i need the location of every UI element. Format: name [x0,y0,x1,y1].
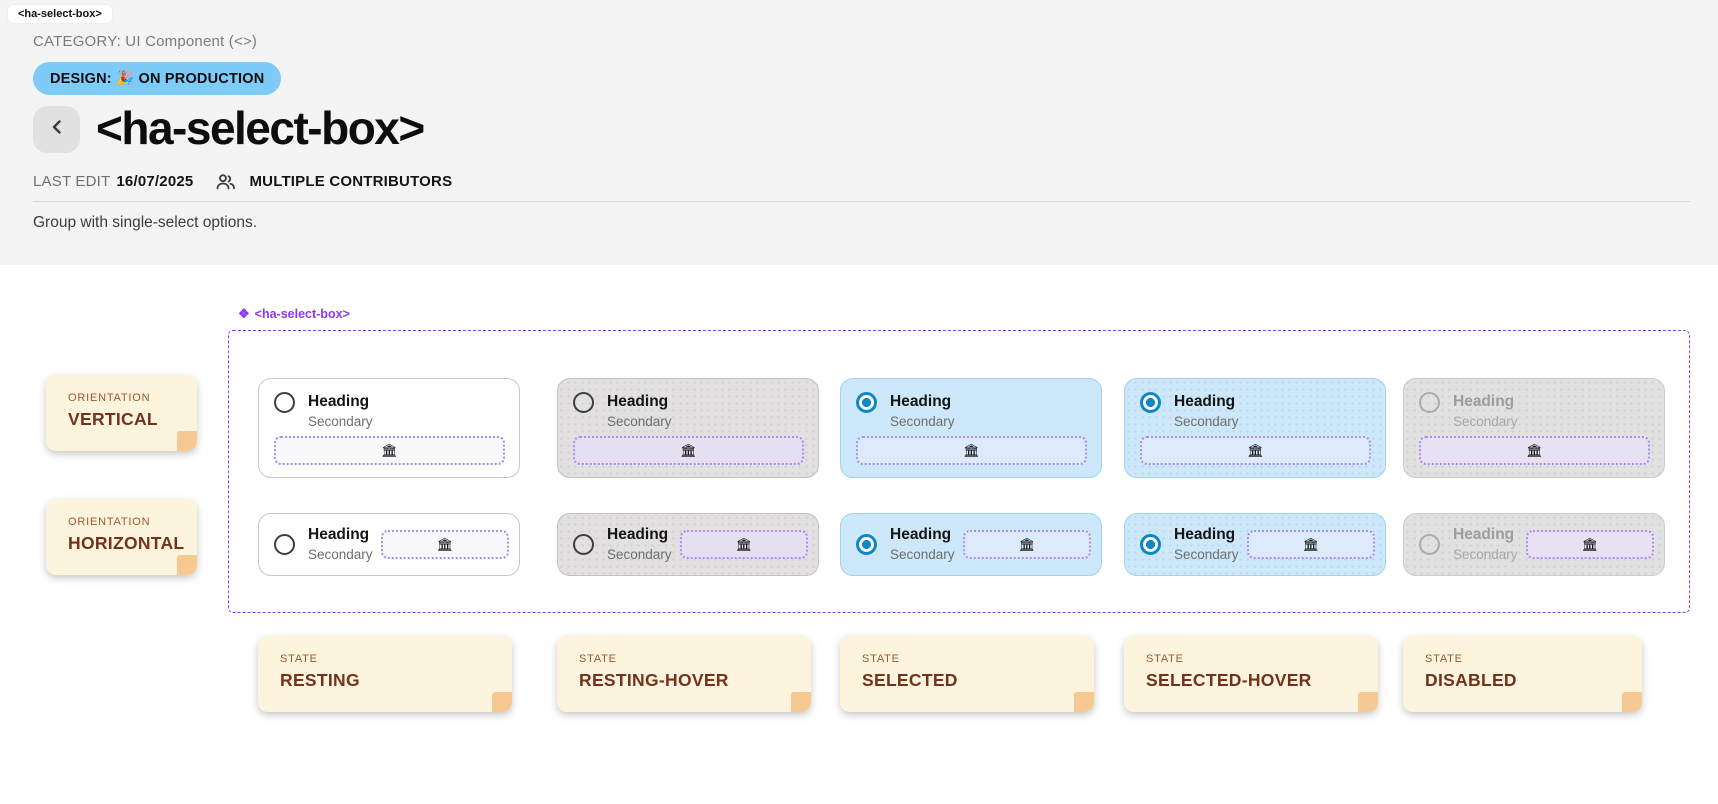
note-value: RESTING [280,670,360,690]
classical-building-icon: 🏛 [963,442,980,458]
figma-component-label: ❖ <ha-select-box> [238,306,350,322]
select-box-card-horizontal-selected[interactable]: Heading Secondary 🏛 [840,513,1102,576]
category-line: CATEGORY: UI Component (<>) [33,33,258,50]
contributors-label: MULTIPLE CONTRIBUTORS [249,173,453,190]
card-secondary: Secondary [607,547,672,562]
radio-checked[interactable] [856,534,877,555]
content-slot: 🏛 [274,436,505,465]
card-secondary: Secondary [890,547,955,562]
orientation-note-horizontal: ORIENTATION HORIZONTAL [46,499,197,575]
radio-unchecked[interactable] [573,534,594,555]
card-heading: Heading [308,526,370,543]
card-heading: Heading [890,393,952,410]
orientation-note-vertical: ORIENTATION VERTICAL [46,375,197,451]
select-box-card-vertical-resting[interactable]: Heading Secondary 🏛 [258,378,520,478]
classical-building-icon: 🏛 [1526,442,1543,458]
note-label: STATE [1425,653,1463,665]
card-heading: Heading [607,393,669,410]
card-heading: Heading [1453,393,1515,410]
state-note-resting-hover: STATE RESTING-HOVER [557,636,811,712]
classical-building-icon: 🏛 [1581,536,1599,552]
content-slot: 🏛 [1419,436,1650,465]
select-box-card-horizontal-resting-hover[interactable]: Heading Secondary 🏛 [557,513,819,576]
classical-building-icon: 🏛 [1018,536,1036,552]
content-slot: 🏛 [381,530,509,559]
note-value: SELECTED-HOVER [1146,670,1312,690]
page-header: <ha-select-box> CATEGORY: UI Component (… [0,0,1718,265]
card-heading: Heading [890,526,952,543]
classical-building-icon: 🏛 [436,536,454,552]
note-value: RESTING-HOVER [579,670,729,690]
note-label: ORIENTATION [68,392,151,404]
component-description: Group with single-select options. [33,214,258,231]
content-slot: 🏛 [1140,436,1371,465]
radio-unchecked[interactable] [573,392,594,413]
classical-building-icon: 🏛 [381,442,398,458]
header-divider [33,201,1690,202]
card-secondary: Secondary [1174,414,1239,429]
last-edit-label: LAST EDIT [33,173,111,190]
page-title: <ha-select-box> [96,102,425,154]
back-button[interactable] [33,106,80,153]
state-note-resting: STATE RESTING [258,636,512,712]
card-secondary: Secondary [890,414,955,429]
select-box-card-horizontal-disabled: Heading Secondary 🏛 [1403,513,1665,576]
card-heading: Heading [1174,393,1236,410]
content-slot: 🏛 [963,530,1091,559]
note-label: STATE [579,653,617,665]
card-heading: Heading [607,526,669,543]
radio-checked[interactable] [1140,534,1161,555]
design-status-badge: DESIGN: 🎉 ON PRODUCTION [33,62,282,95]
note-label: ORIENTATION [68,516,151,528]
card-secondary: Secondary [308,414,373,429]
card-heading: Heading [1453,526,1515,543]
select-box-card-horizontal-resting[interactable]: Heading Secondary 🏛 [258,513,520,576]
classical-building-icon: 🏛 [1247,442,1264,458]
content-slot: 🏛 [680,530,808,559]
state-note-selected-hover: STATE SELECTED-HOVER [1124,636,1378,712]
classical-building-icon: 🏛 [1302,536,1320,552]
contributors-icon [215,173,236,190]
card-secondary: Secondary [1174,547,1239,562]
select-box-card-horizontal-selected-hover[interactable]: Heading Secondary 🏛 [1124,513,1386,576]
classical-building-icon: 🏛 [735,536,753,552]
select-box-card-vertical-resting-hover[interactable]: Heading Secondary 🏛 [557,378,819,478]
note-label: STATE [862,653,900,665]
note-value: SELECTED [862,670,958,690]
card-secondary: Secondary [607,414,672,429]
component-label-text: <ha-select-box> [254,307,350,321]
state-note-disabled: STATE DISABLED [1403,636,1642,712]
radio-unchecked[interactable] [274,392,295,413]
radio-disabled [1419,392,1440,413]
meta-row: LAST EDIT 16/07/2025 MULTIPLE CONTRIBUTO… [33,173,452,190]
content-slot: 🏛 [1247,530,1375,559]
note-label: STATE [280,653,318,665]
select-box-card-vertical-selected[interactable]: Heading Secondary 🏛 [840,378,1102,478]
radio-checked[interactable] [856,392,877,413]
component-frame-outline [228,330,1690,613]
note-value: VERTICAL [68,409,158,429]
last-edit-date: 16/07/2025 [116,173,194,190]
classical-building-icon: 🏛 [680,442,697,458]
content-slot: 🏛 [856,436,1087,465]
select-box-card-vertical-selected-hover[interactable]: Heading Secondary 🏛 [1124,378,1386,478]
component-diamond-icon: ❖ [238,306,250,321]
card-secondary: Secondary [308,547,373,562]
radio-unchecked[interactable] [274,534,295,555]
radio-disabled [1419,534,1440,555]
select-box-card-vertical-disabled: Heading Secondary 🏛 [1403,378,1665,478]
card-secondary: Secondary [1453,547,1518,562]
chevron-left-icon [49,119,65,140]
note-label: STATE [1146,653,1184,665]
card-heading: Heading [1174,526,1236,543]
card-heading: Heading [308,393,370,410]
radio-checked[interactable] [1140,392,1161,413]
card-secondary: Secondary [1453,414,1518,429]
state-note-selected: STATE SELECTED [840,636,1094,712]
content-slot: 🏛 [573,436,804,465]
window-tab: <ha-select-box> [8,5,112,23]
note-value: HORIZONTAL [68,533,185,553]
note-value: DISABLED [1425,670,1517,690]
content-slot: 🏛 [1526,530,1654,559]
